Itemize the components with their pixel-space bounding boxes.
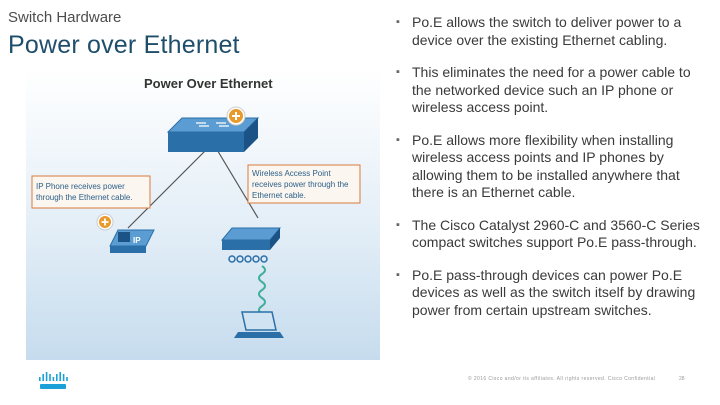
phone-power-plus-icon: [96, 213, 114, 231]
poe-diagram: Power Over Ethernet IP Phone receives po…: [26, 68, 380, 360]
access-point-icon: [220, 227, 282, 263]
ap-note-line-3: Ethernet cable.: [252, 191, 306, 200]
diagram-heading: Power Over Ethernet: [144, 76, 273, 91]
bullet-item: Po.E allows the switch to deliver power …: [396, 14, 706, 49]
power-plus-icon: [226, 106, 246, 126]
laptop-icon: [234, 311, 284, 338]
ap-note: [247, 164, 361, 204]
ap-note-line-2: receives power through the: [252, 180, 349, 189]
footer-copyright: © 2016 Cisco and/or its affiliates. All …: [468, 376, 656, 382]
ip-phone-note-line-1: IP Phone receives power: [36, 182, 125, 191]
cable-to-phone: [127, 147, 209, 229]
cisco-logo-icon: [39, 372, 68, 389]
ip-phone-note-line-2: through the Ethernet cable.: [36, 193, 133, 202]
cable-to-ap: [215, 147, 259, 219]
bullet-item: The Cisco Catalyst 2960-C and 3560-C Ser…: [396, 217, 706, 252]
bullet-list: Po.E allows the switch to deliver power …: [396, 14, 706, 334]
switch-icon: [166, 117, 260, 152]
bullet-item: This eliminates the need for a power cab…: [396, 64, 706, 117]
page-number: 28: [679, 376, 685, 382]
section-label: Switch Hardware: [8, 9, 122, 26]
ap-note-line-1: Wireless Access Point: [252, 169, 331, 178]
page-title: Power over Ethernet: [8, 31, 240, 59]
ip-phone-note: [31, 175, 151, 209]
bullet-item: Po.E allows more flexibility when instal…: [396, 132, 706, 202]
bullet-item: Po.E pass-through devices can power Po.E…: [396, 267, 706, 320]
diagram-background: [26, 68, 380, 360]
ip-phone-icon: IP: [109, 229, 155, 253]
phone-label: IP: [133, 236, 141, 245]
